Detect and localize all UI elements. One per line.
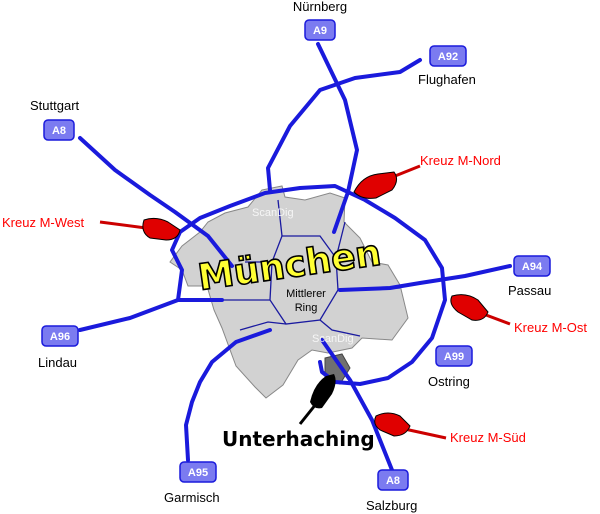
badge-a92[interactable]: A92 <box>429 45 467 67</box>
outer-ring <box>170 184 447 386</box>
badge-a99-label: A99 <box>444 351 464 363</box>
dest-garmisch: Garmisch <box>164 490 220 505</box>
badge-a96[interactable]: A96 <box>41 325 79 347</box>
kreuz-nord-label: Kreuz M-Nord <box>420 153 501 168</box>
road-a95 <box>184 328 272 462</box>
dest-passau: Passau <box>508 283 551 298</box>
badge-a9[interactable]: A9 <box>304 19 336 41</box>
badge-a94-label: A94 <box>522 261 543 273</box>
hand-unterhaching-icon <box>298 374 336 425</box>
hand-sued-icon <box>374 412 447 440</box>
badge-a95[interactable]: A95 <box>179 461 217 483</box>
dest-flughafen: Flughafen <box>418 72 476 87</box>
dest-salzburg: Salzburg <box>366 498 417 513</box>
motorways <box>78 42 512 472</box>
dest-ostring: Ostring <box>428 374 470 389</box>
badge-a95-label: A95 <box>188 467 208 479</box>
hand-nord-icon <box>353 164 421 199</box>
watermark-2: ScanDig <box>312 333 354 345</box>
road-a8-west <box>78 136 234 268</box>
badge-a8-north[interactable]: A8 <box>43 119 75 141</box>
badge-a92-label: A92 <box>438 51 458 63</box>
badge-a94[interactable]: A94 <box>513 255 551 277</box>
hand-ost-icon <box>450 294 511 326</box>
hand-west-icon <box>99 217 181 241</box>
road-a9 <box>316 42 359 234</box>
ring-label-line2: Ring <box>295 302 318 314</box>
dest-lindau: Lindau <box>38 355 77 370</box>
badge-a99[interactable]: A99 <box>435 345 473 367</box>
road-a8-south <box>320 338 394 472</box>
badge-a8-south-label: A8 <box>386 475 400 487</box>
unterhaching-label: Unterhaching <box>222 427 375 451</box>
kreuz-west-label: Kreuz M-West <box>2 215 84 230</box>
ring-label-line1: Mittlerer <box>286 288 326 300</box>
road-a92 <box>266 58 422 192</box>
kreuz-sued-label: Kreuz M-Süd <box>450 430 526 445</box>
badge-a8-north-label: A8 <box>52 125 66 137</box>
kreuz-ost-label: Kreuz M-Ost <box>514 320 587 335</box>
dest-nuernberg: Nürnberg <box>293 0 347 14</box>
badge-a96-label: A96 <box>50 331 70 343</box>
watermark-1: ScanDig <box>252 207 294 219</box>
road-a94 <box>338 264 512 292</box>
road-a96 <box>78 298 224 332</box>
badge-a8-south[interactable]: A8 <box>377 469 409 491</box>
badge-a9-label: A9 <box>313 25 327 37</box>
dest-stuttgart: Stuttgart <box>30 98 80 113</box>
